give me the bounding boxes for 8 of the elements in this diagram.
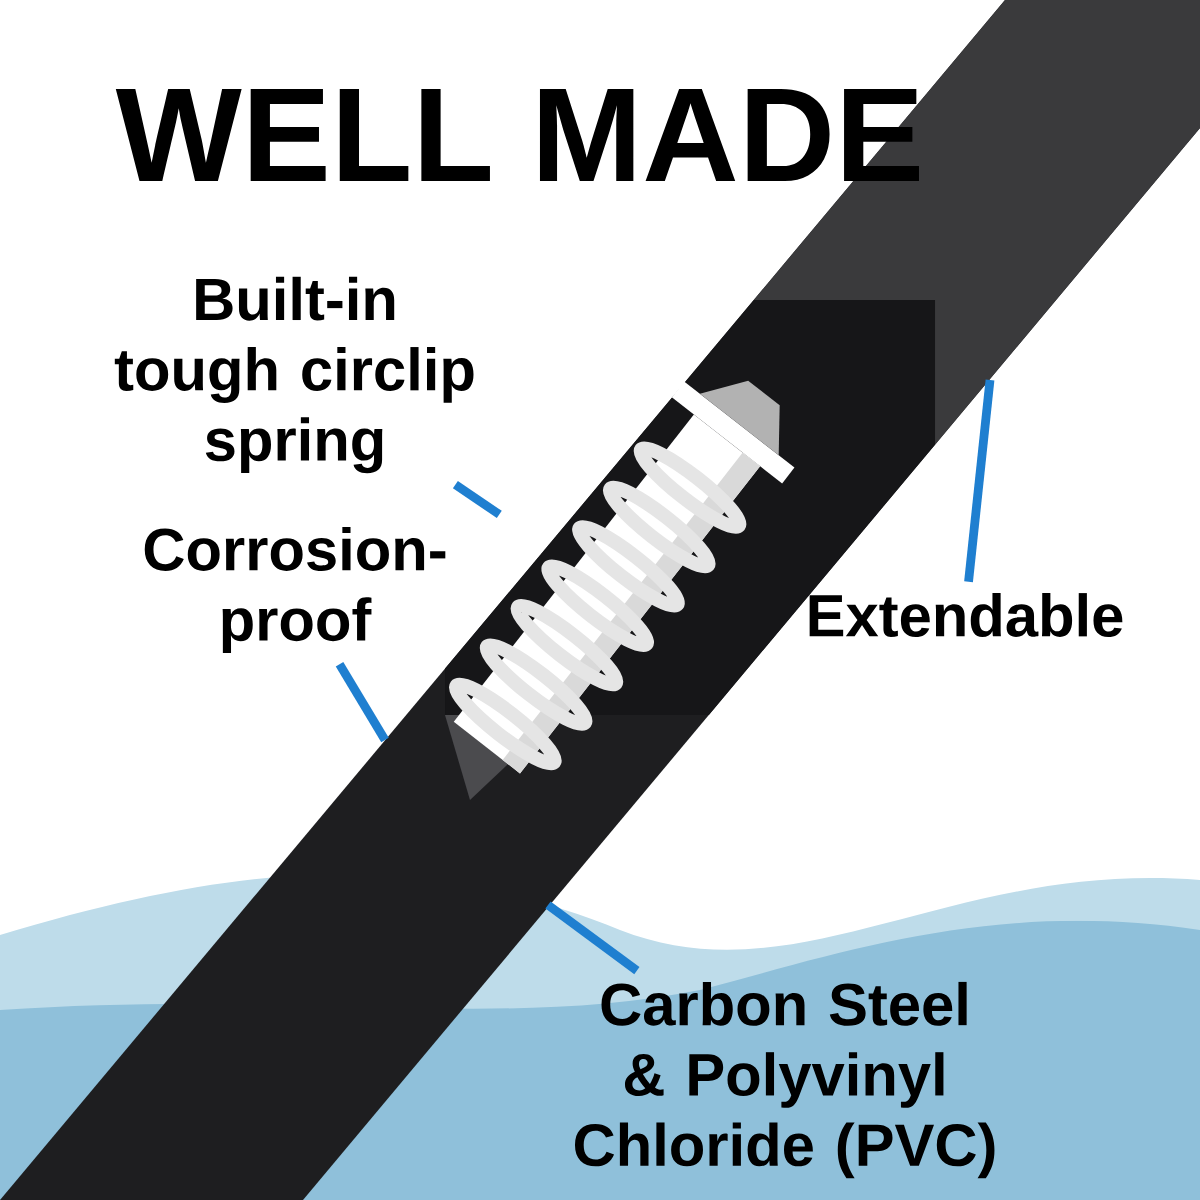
leader-line <box>545 901 640 975</box>
callout-text: Extendable <box>809 593 1123 637</box>
leader-line <box>335 662 389 743</box>
leader-line <box>964 379 995 583</box>
leader-line <box>452 480 502 519</box>
callout-text: Carbon Steel & Polyvinyl Chloride (PVC) <box>575 981 995 1179</box>
callout-text: Built-in tough circlip spring <box>114 276 474 474</box>
callout-text: Corrosion-proof <box>144 527 446 653</box>
